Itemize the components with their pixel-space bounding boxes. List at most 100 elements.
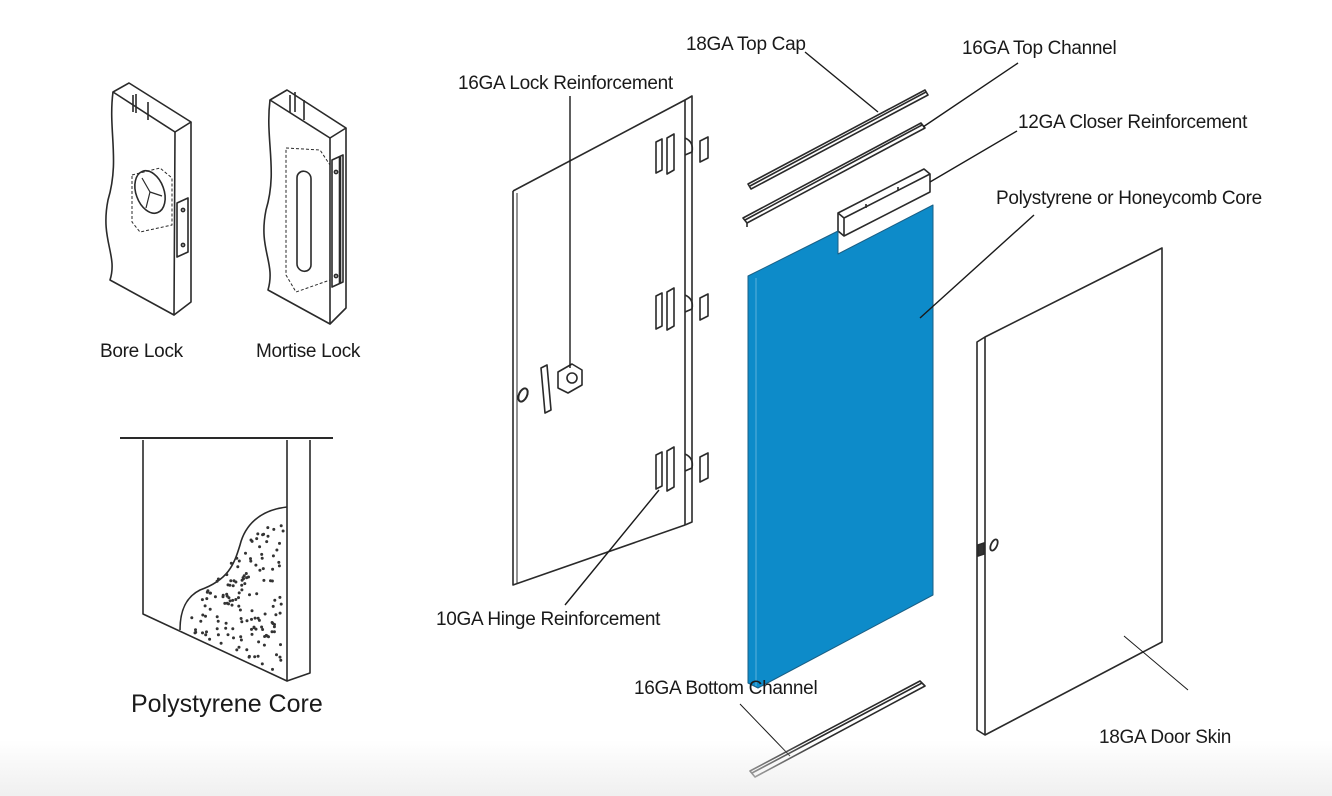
core-label: Polystyrene or Honeycomb Core: [996, 188, 1262, 209]
polystyrene-bead: [275, 548, 279, 552]
top-cap: [747, 89, 929, 190]
polystyrene-bead: [200, 598, 204, 602]
polystyrene-bead: [257, 640, 261, 644]
polystyrene-bead: [208, 607, 212, 611]
polystyrene-bead: [228, 599, 232, 603]
polystyrene-bead: [205, 597, 209, 601]
polystyrene-bead: [270, 621, 274, 624]
hinge-reinforcement-top: [655, 133, 709, 175]
polystyrene-bead: [225, 592, 229, 596]
polystyrene-bead: [256, 616, 260, 620]
polystyrene-bead: [242, 574, 246, 578]
polystyrene-bead: [231, 627, 235, 631]
leader-top-channel: [922, 62, 1019, 128]
polystyrene-core-label: Polystyrene Core: [131, 690, 323, 718]
polystyrene-bead: [275, 653, 278, 657]
polystyrene-bead: [278, 541, 281, 545]
polystyrene-bead: [229, 561, 233, 565]
polystyrene-bead: [216, 577, 220, 581]
polystyrene-bead: [215, 615, 219, 619]
polystyrene-bead: [279, 643, 282, 647]
hinge-reinforcement-label: 10GA Hinge Reinforcement: [436, 609, 661, 630]
door-skin-label: 18GA Door Skin: [1099, 727, 1232, 748]
polystyrene-bead: [213, 595, 217, 599]
polystyrene-bead: [247, 655, 251, 659]
polystyrene-bead: [253, 655, 257, 659]
mortise-lock-illustration: [263, 89, 347, 325]
closer-reinforcement-label: 12GA Closer Reinforcement: [1018, 112, 1248, 133]
polystyrene-bead: [258, 545, 262, 549]
polystyrene-bead: [240, 620, 244, 624]
polystyrene-bead: [263, 612, 267, 616]
polystyrene-bead: [232, 579, 236, 583]
polystyrene-bead: [239, 638, 243, 642]
polystyrene-bead: [273, 598, 277, 602]
hinge-reinforcement-bottom: [655, 446, 709, 492]
polystyrene-bead: [201, 631, 204, 635]
polystyrene-bead: [266, 534, 270, 538]
polystyrene-bead: [272, 625, 276, 629]
polystyrene-bead: [224, 621, 228, 625]
top-channel: [742, 122, 926, 227]
polystyrene-bead: [232, 636, 235, 640]
polystyrene-bead: [243, 582, 247, 586]
polystyrene-bead: [278, 611, 282, 615]
polystyrene-bead: [260, 556, 264, 560]
polystyrene-bead: [265, 634, 269, 638]
polystyrene-bead: [237, 645, 241, 649]
polystyrene-bead: [260, 662, 264, 666]
polystyrene-bead: [249, 559, 253, 563]
polystyrene-bead: [229, 579, 233, 583]
polystyrene-bead: [265, 540, 269, 544]
polystyrene-bead: [254, 627, 258, 631]
leader-door-skin: [1123, 635, 1189, 691]
polystyrene-bead: [240, 588, 244, 592]
polystyrene-bead: [234, 598, 238, 601]
polystyrene-bead: [255, 537, 259, 541]
polystyrene-bead: [255, 592, 259, 596]
polystyrene-bead: [250, 609, 254, 613]
polystyrene-bead: [278, 655, 282, 659]
polystyrene-bead: [277, 564, 281, 568]
polystyrene-bead: [201, 613, 205, 617]
polystyrene-bead: [245, 619, 249, 623]
top-cap-label: 18GA Top Cap: [686, 34, 806, 55]
leader-hinge-reinforcement: [564, 489, 660, 606]
polystyrene-bead: [231, 584, 235, 588]
polystyrene-bead: [219, 641, 223, 645]
bore-lock-label: Bore Lock: [100, 341, 183, 362]
polystyrene-bead: [199, 619, 203, 623]
polystyrene-bead: [223, 601, 227, 605]
polystyrene-core-illustration: [120, 437, 333, 682]
core-panel: [747, 204, 934, 689]
polystyrene-bead: [270, 630, 274, 634]
leader-core: [919, 214, 1035, 319]
polystyrene-bead: [256, 654, 260, 658]
polystyrene-bead: [203, 604, 207, 608]
polystyrene-bead: [239, 635, 243, 639]
polystyrene-bead: [245, 648, 249, 652]
polystyrene-bead: [261, 567, 265, 571]
polystyrene-bead: [252, 625, 256, 629]
polystyrene-bead: [194, 628, 197, 632]
polystyrene-bead: [237, 604, 241, 608]
polystyrene-bead: [262, 643, 266, 647]
polystyrene-bead: [250, 539, 254, 543]
polystyrene-bead: [238, 608, 242, 612]
polystyrene-bead: [262, 578, 266, 582]
polystyrene-bead: [221, 593, 225, 597]
polystyrene-bead: [208, 637, 212, 641]
polystyrene-bead: [250, 617, 253, 621]
polystyrene-bead: [226, 633, 230, 637]
polystyrene-bead: [208, 591, 212, 595]
polystyrene-bead: [194, 630, 198, 634]
polystyrene-bead: [244, 551, 247, 555]
polystyrene-bead: [248, 593, 251, 597]
polystyrene-bead: [266, 526, 270, 530]
polystyrene-bead-pattern: [190, 524, 285, 671]
polystyrene-bead: [279, 602, 283, 606]
polystyrene-bead: [279, 524, 283, 528]
polystyrene-bead: [237, 596, 240, 600]
lock-reinforcement: [517, 363, 583, 414]
